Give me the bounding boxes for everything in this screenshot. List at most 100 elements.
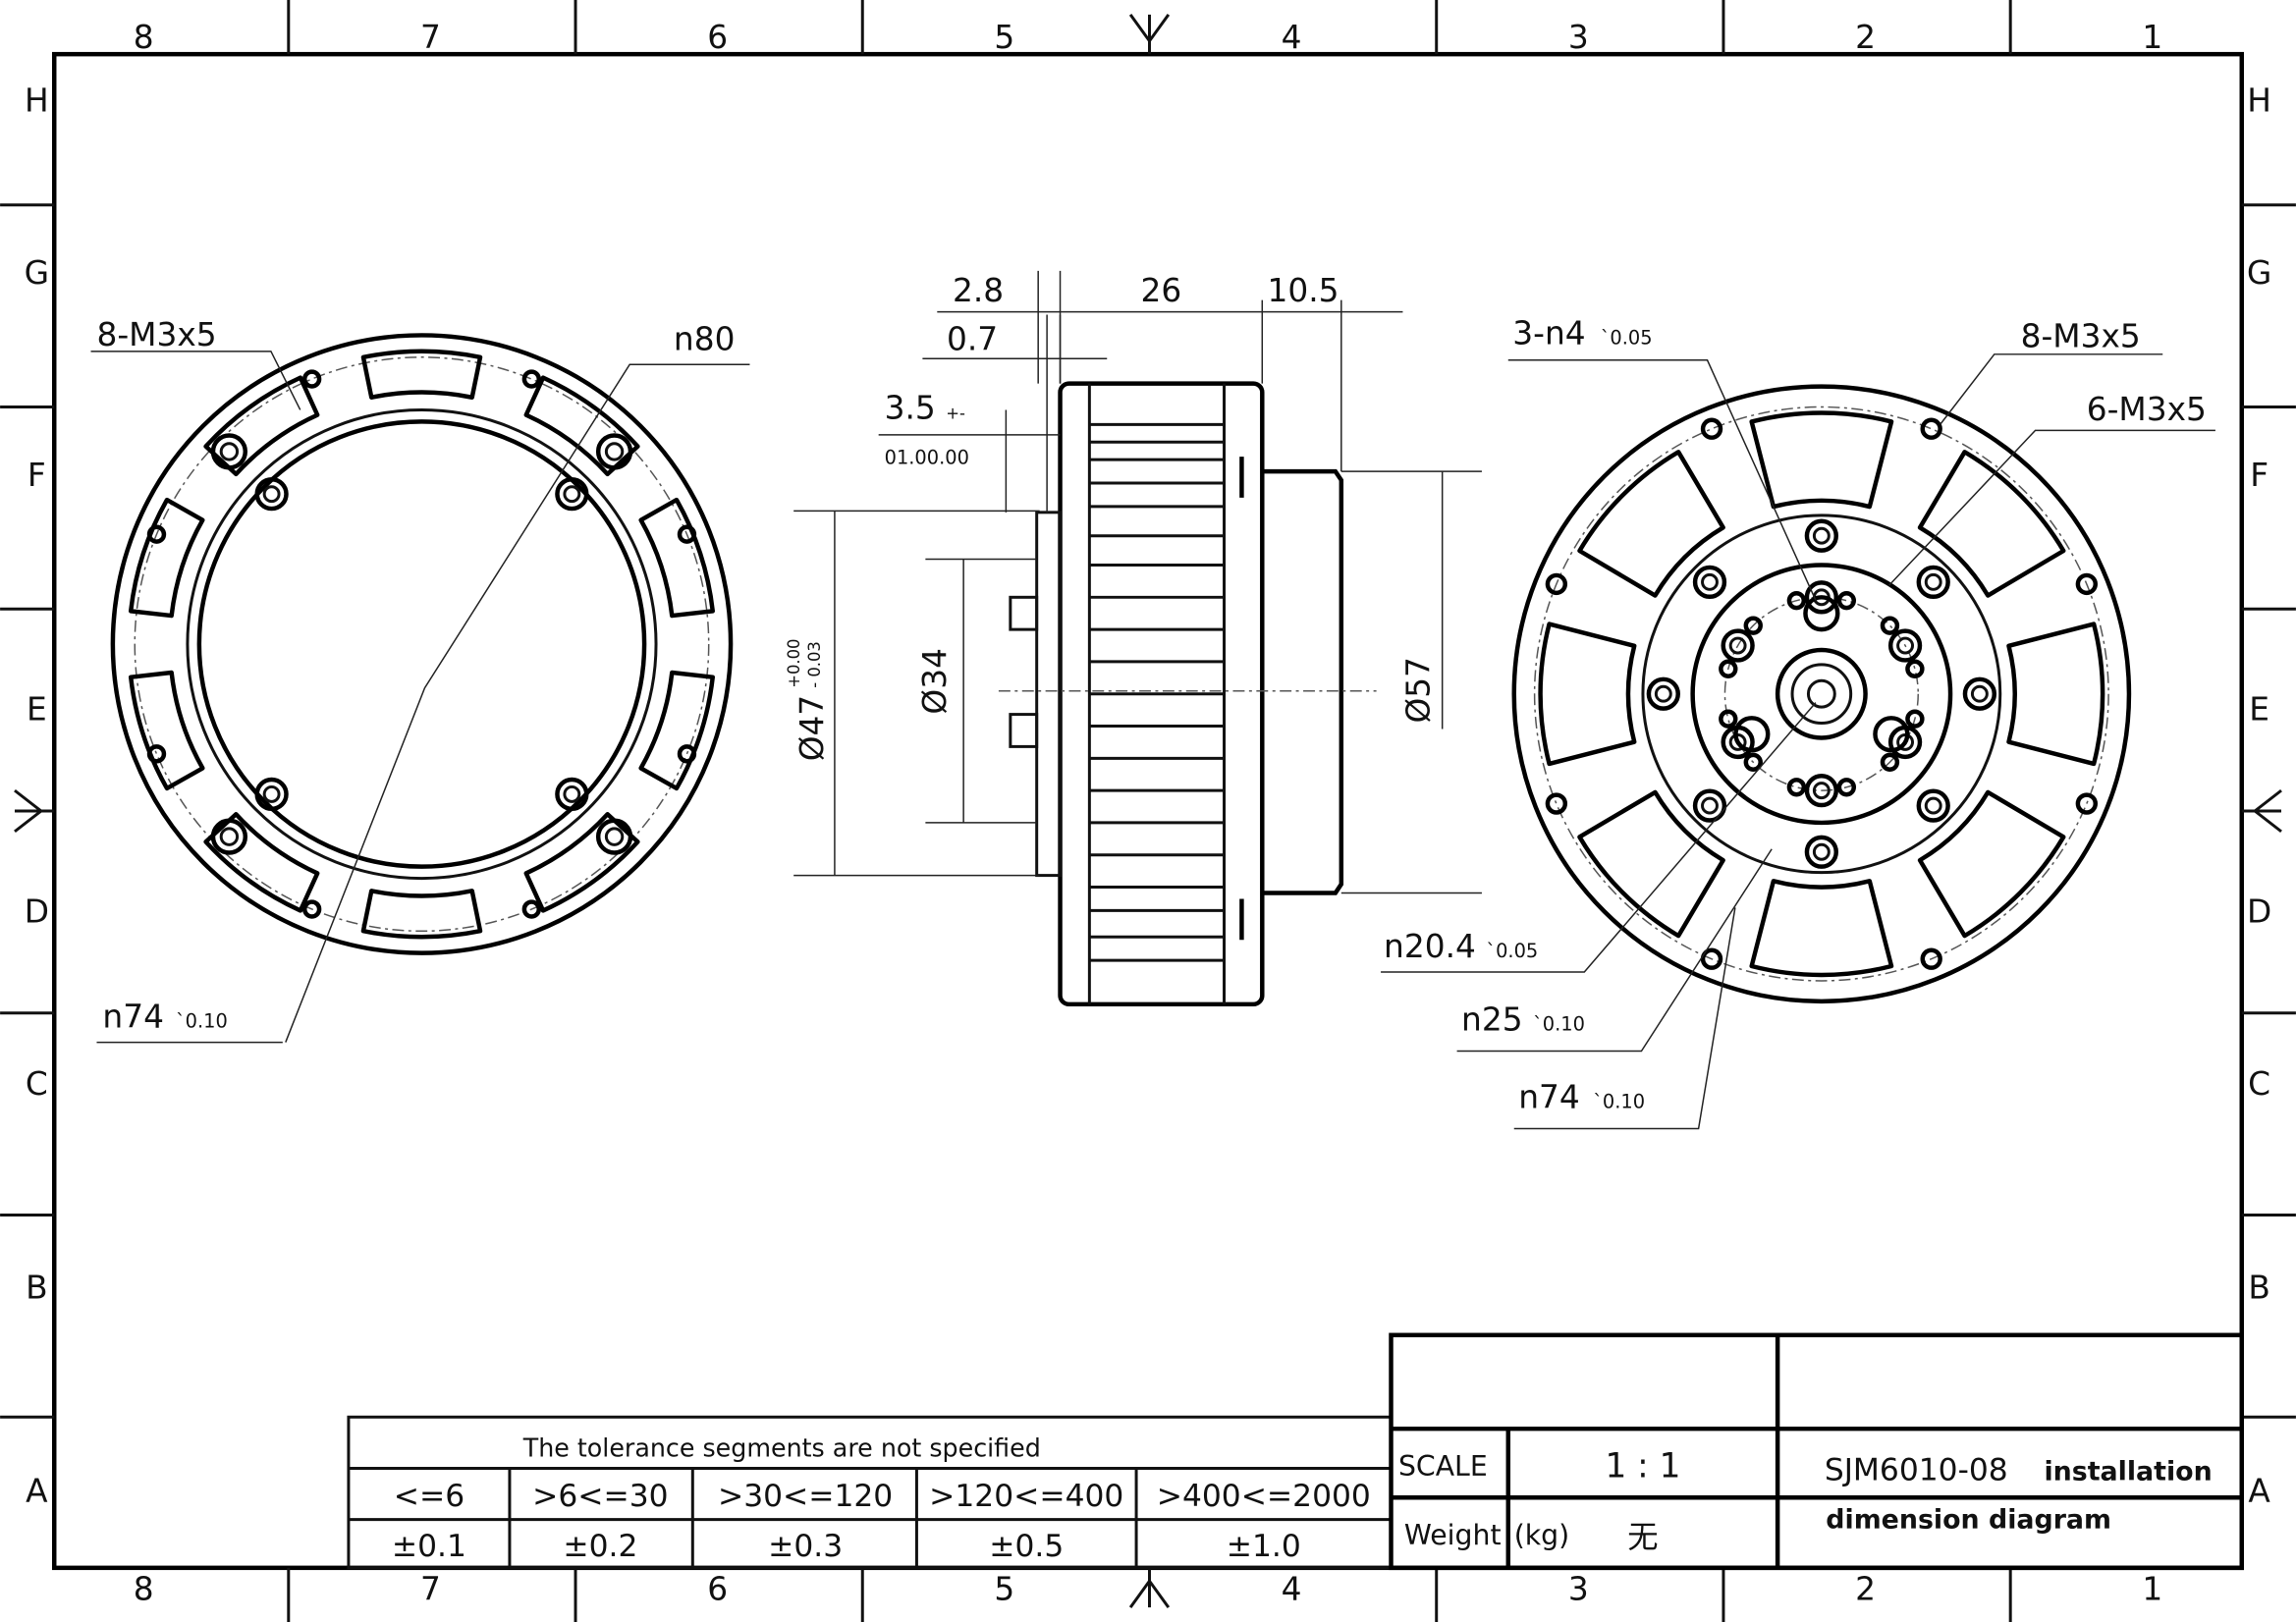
screw-hole-inner [604, 442, 625, 461]
screw-hole-inner [1654, 684, 1672, 703]
screw-hole-inner [1970, 684, 1989, 703]
column-label: 8 [134, 19, 154, 56]
screw-hole [1743, 752, 1763, 772]
row-labels-left: H G F E D C B A [25, 81, 49, 1509]
column-labels-top: 8 7 6 5 4 3 2 1 [134, 19, 2162, 56]
drawing-code: SJM6010-08 [1825, 1452, 2008, 1487]
screw-hole-inner [1812, 526, 1831, 545]
screw-hole [301, 899, 322, 919]
lightening-slot [1749, 879, 1894, 978]
column-label: 1 [2142, 1571, 2162, 1608]
screw-hole [677, 744, 697, 764]
screw-hole [1692, 565, 1727, 600]
label-n74-right: n74 [1518, 1079, 1580, 1116]
label-3-n4: 3-n4 [1512, 314, 1585, 351]
row-label: A [2248, 1473, 2270, 1510]
screw-hole-inner [1812, 842, 1831, 861]
column-label: 5 [994, 1571, 1014, 1608]
label-n74-tolerance: `0.10 [176, 1010, 228, 1033]
dim-57: Ø57 [1399, 657, 1437, 724]
screw-hole [1920, 947, 1942, 970]
left-view: 8-M3x5 n80 n74 `0.10 [90, 316, 750, 1044]
tolerance-cell: ±1.0 [1227, 1529, 1301, 1564]
row-label: A [26, 1473, 48, 1510]
screw-hole [210, 433, 248, 470]
label-n74: n74 [102, 999, 164, 1036]
label-n74-right-tolerance: `0.10 [1593, 1091, 1645, 1113]
range-cell: >400<=2000 [1157, 1479, 1371, 1514]
label-outer-8-m3x5: 8-M3x5 [2021, 317, 2141, 354]
row-label: F [27, 457, 46, 494]
screw-hole [210, 818, 248, 855]
tolerance-table-title: The tolerance segments are not specified [522, 1433, 1041, 1463]
row-label: E [27, 691, 47, 729]
screw-hole-inner [604, 827, 625, 846]
row-label: E [2249, 691, 2269, 729]
dim-26: 26 [1141, 272, 1182, 309]
right-view: 3-n4 `0.05 8-M3x5 6-M3x5 n20.4 `0.05 n25… [1381, 314, 2215, 1130]
lightening-slot [523, 811, 640, 913]
screw-hole [146, 524, 167, 544]
screw-hole [1905, 709, 1925, 729]
range-cell: <=6 [394, 1479, 465, 1514]
screw-hole [2075, 792, 2099, 815]
row-label: C [2248, 1065, 2270, 1103]
column-label: 1 [2142, 19, 2162, 56]
label-n80: n80 [674, 320, 736, 357]
dim-34: Ø34 [916, 648, 954, 715]
column-label: 4 [1282, 1571, 1302, 1608]
screw-hole-inner [563, 784, 581, 803]
screw-hole [1916, 565, 1950, 600]
column-label: 3 [1568, 19, 1589, 56]
row-label: D [25, 892, 49, 930]
screw-hole-inner [1924, 572, 1942, 591]
column-label: 4 [1282, 19, 1302, 56]
screw-hole [1804, 773, 1838, 808]
screw-hole [1646, 676, 1680, 711]
column-label: 5 [994, 19, 1014, 56]
screw-hole [1804, 518, 1838, 553]
column-label: 6 [707, 19, 728, 56]
screw-hole [1721, 628, 1755, 663]
screw-hole-inner [1728, 636, 1747, 655]
column-label: 7 [420, 19, 441, 56]
screw-hole-inner [1924, 796, 1942, 815]
lightening-slot [1749, 410, 1894, 510]
screw-hole-inner [1701, 796, 1719, 815]
center-mark-left-icon [14, 788, 55, 834]
screw-hole [1743, 616, 1763, 635]
screw-hole [254, 477, 289, 512]
weight-value: 无 [1627, 1520, 1658, 1555]
tolerance-table: The tolerance segments are not specified… [347, 1415, 1393, 1570]
tolerance-cell: ±0.3 [768, 1529, 843, 1564]
screw-hole [521, 369, 541, 389]
tolerance-cell: ±0.1 [392, 1529, 466, 1564]
screw-hole [1733, 716, 1771, 753]
drawing-title-line1: installation [2044, 1456, 2212, 1487]
screw-hole [595, 818, 633, 855]
screw-hole [595, 433, 633, 470]
lightening-slot [203, 811, 320, 913]
label-n20-4: n20.4 [1384, 928, 1476, 965]
screw-hole-inner [262, 784, 281, 803]
row-labels-right: H G F E D C B A [2247, 81, 2271, 1509]
label-n20-4-tolerance: `0.05 [1486, 940, 1538, 962]
row-label: D [2247, 892, 2271, 930]
screw-hole [555, 777, 589, 812]
label-3-n4-tolerance: `0.05 [1601, 326, 1653, 349]
screw-hole-inner [1812, 782, 1831, 800]
lightening-slot [1917, 450, 2066, 598]
range-cell: >30<=120 [718, 1479, 893, 1514]
screw-hole [1836, 778, 1857, 797]
center-mark-bottom-icon [1128, 1567, 1171, 1608]
screw-hole [1545, 572, 1568, 596]
column-label: 3 [1568, 1571, 1589, 1608]
row-label: B [2248, 1269, 2270, 1306]
screw-hole-inner [1896, 636, 1915, 655]
lightening-slot [203, 375, 320, 477]
drawing-title-line2: dimension diagram [1826, 1505, 2111, 1536]
lightening-slot [1577, 789, 1725, 939]
lightening-slot [1538, 622, 1637, 767]
